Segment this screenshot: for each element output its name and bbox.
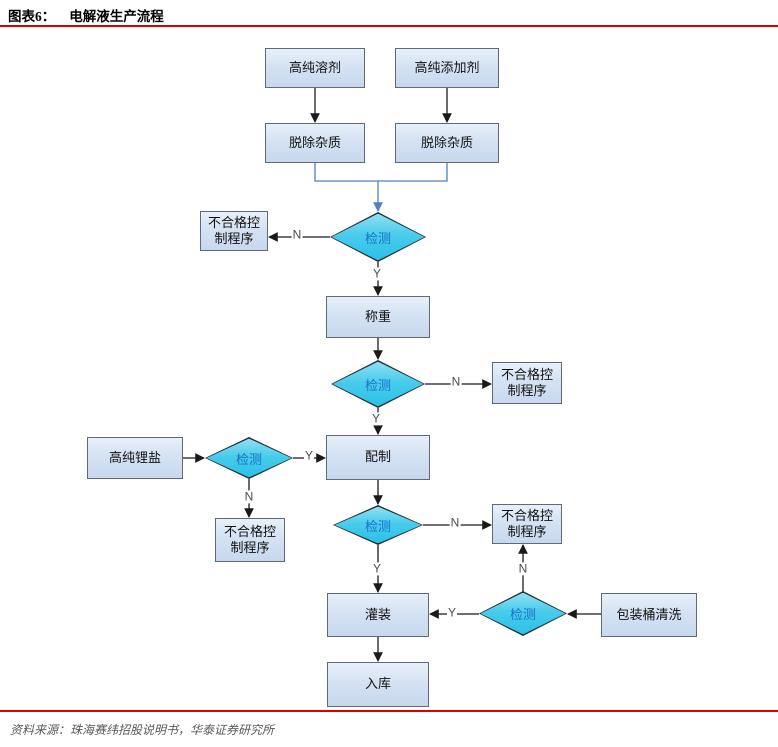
decision-test-5: 检测 — [479, 591, 567, 636]
process-box-nonconform-3: 不合格控制程序 — [215, 518, 285, 562]
decision-test-5-label: 检测 — [509, 607, 536, 622]
decision-test-3-label: 检测 — [235, 451, 262, 467]
edge-label-yes-4: Y — [371, 561, 383, 576]
edge-label-no-4: N — [449, 515, 461, 530]
decision-test-2-label: 检测 — [364, 377, 391, 393]
bottom-rule — [0, 710, 778, 712]
decision-test-3: 检测 — [205, 437, 293, 479]
figure-header: 图表6： 电解液生产流程 — [8, 5, 164, 25]
process-box-fill: 灌装 — [327, 593, 429, 637]
figure-title: 电解液生产流程 — [69, 9, 164, 24]
process-box-warehouse: 入库 — [327, 662, 429, 707]
edge-label-yes-2: Y — [370, 411, 382, 426]
process-box-remove-impurity-left: 脱除杂质 — [265, 123, 365, 163]
process-box-solvent: 高纯溶剂 — [265, 48, 365, 88]
decision-test-4: 检测 — [333, 505, 423, 545]
edge-label-no-2: N — [450, 374, 462, 389]
decision-test-1: 检测 — [330, 212, 426, 262]
edge-label-no-1: N — [291, 227, 303, 242]
process-box-lithium-salt: 高纯锂盐 — [87, 437, 183, 479]
decision-test-1-label: 检测 — [364, 230, 391, 246]
edge-label-yes-3: Y — [303, 448, 315, 463]
process-box-nonconform-4: 不合格控制程序 — [492, 504, 562, 544]
edge-label-yes-1: Y — [371, 266, 383, 281]
edge-label-no-5: N — [517, 561, 529, 576]
process-box-nonconform-1: 不合格控制程序 — [200, 211, 268, 251]
top-rule — [0, 25, 778, 27]
process-box-prepare: 配制 — [326, 435, 430, 480]
figure-label: 图表6： — [8, 9, 56, 24]
process-box-remove-impurity-right: 脱除杂质 — [395, 123, 499, 163]
decision-test-2: 检测 — [331, 360, 425, 408]
edge-label-yes-5: Y — [446, 605, 458, 620]
process-box-barrel-wash: 包装桶清洗 — [601, 593, 697, 637]
process-box-nonconform-2: 不合格控制程序 — [492, 362, 562, 404]
decision-test-4-label: 检测 — [364, 518, 391, 534]
process-box-weigh: 称重 — [326, 296, 430, 338]
source-note: 资料来源：珠海赛纬招股说明书，华泰证券研究所 — [10, 723, 275, 737]
edge-label-no-3: N — [243, 489, 255, 504]
process-box-additive: 高纯添加剂 — [395, 48, 499, 88]
